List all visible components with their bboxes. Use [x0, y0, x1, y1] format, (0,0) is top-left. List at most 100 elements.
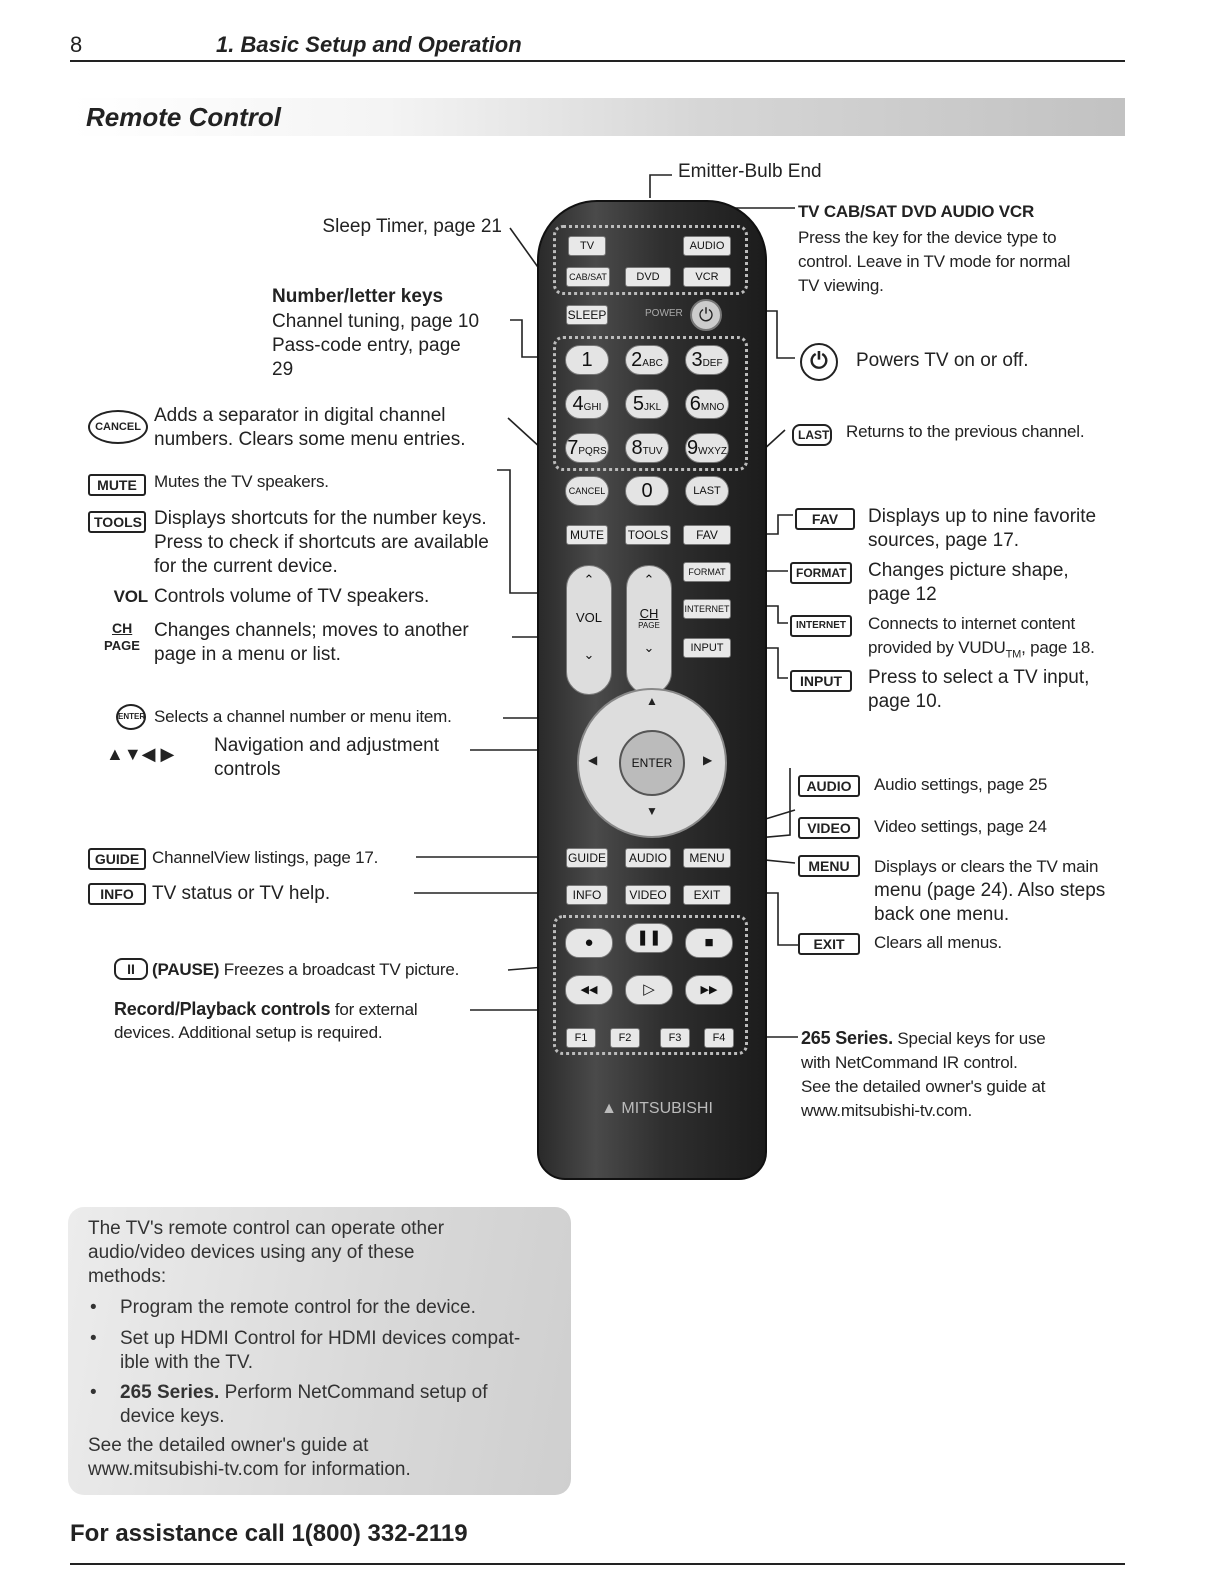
remote-number-key: 3DEF	[685, 345, 729, 375]
last-key-icon: LAST	[792, 424, 832, 446]
tip-bullet2-line1: Set up HDMI Control for HDMI devices com…	[120, 1328, 521, 1349]
fast-forward-icon: ▶▶	[685, 975, 733, 1005]
remote-number-key: 4GHI	[565, 389, 609, 419]
record-line2: devices. Additional setup is required.	[114, 1023, 383, 1042]
page-key-label: PAGE	[104, 638, 140, 653]
bullet-icon: •	[90, 1297, 97, 1318]
tip-line3: methods:	[88, 1266, 167, 1287]
cancel-line2: numbers. Clears some menu entries.	[154, 429, 466, 450]
tools-line1: Displays shortcuts for the number keys.	[154, 508, 487, 529]
remote-power-label: POWER	[645, 308, 683, 319]
remote-audio-key: AUDIO	[683, 236, 731, 256]
left-arrow-icon: ◀	[588, 753, 598, 767]
pause-desc: Freezes a broadcast TV picture.	[223, 960, 460, 979]
number-keys-line3: 29	[272, 359, 294, 380]
ch-line1: Changes channels; moves to another	[154, 620, 469, 641]
remote-number-key: 6MNO	[685, 389, 729, 419]
fav-line1: Displays up to nine favorite	[868, 506, 1097, 527]
section-band	[70, 98, 1125, 136]
remote-enter-key: ENTER	[619, 730, 685, 796]
chapter-title: 1. Basic Setup and Operation	[216, 32, 522, 57]
remote-dvd-key: DVD	[625, 267, 671, 287]
ch-key-label: CH	[112, 620, 133, 636]
remote-tools-key: TOOLS	[625, 525, 671, 545]
emitter-label: Emitter-Bulb End	[678, 161, 822, 182]
series-line3: See the detailed owner's guide at	[801, 1077, 1046, 1096]
remote-input-key: INPUT	[683, 638, 731, 658]
number-key-group	[553, 336, 748, 471]
format-line2: page 12	[868, 584, 937, 605]
mute-key-icon: MUTE	[88, 474, 146, 496]
input-line1: Press to select a TV input,	[868, 667, 1090, 688]
cancel-line1: Adds a separator in digital channel	[154, 405, 446, 426]
remote-last-key: LAST	[685, 476, 729, 506]
format-line1: Changes picture shape,	[868, 560, 1069, 581]
record-icon: ●	[565, 928, 613, 958]
tip-bullet2-line2: ible with the TV.	[120, 1352, 254, 1373]
audio-key-icon: AUDIO	[798, 775, 860, 797]
internet-line2a: provided by VUDU	[868, 638, 1006, 657]
series-line4: www.mitsubishi-tv.com.	[801, 1101, 972, 1120]
remote-number-key: 9WXYZ	[685, 433, 729, 463]
tip-bullet3-line1: Perform NetCommand setup of	[224, 1382, 488, 1403]
power-icon: ⏻	[690, 299, 722, 331]
record-line1: for external	[334, 1000, 418, 1019]
stop-icon: ■	[685, 928, 733, 958]
record-bold: Record/Playback controls	[114, 999, 331, 1019]
vol-desc: Controls volume of TV speakers.	[154, 586, 430, 607]
tip-line2: audio/video devices using any of these	[88, 1242, 415, 1263]
remote-menu-key: MENU	[683, 848, 731, 868]
menu-line1: Displays or clears the TV main	[874, 857, 1099, 876]
fav-key-icon: FAV	[795, 508, 855, 530]
device-keys-title: TV CAB/SAT DVD AUDIO VCR	[798, 202, 1035, 221]
info-key-icon: INFO	[88, 883, 146, 905]
number-keys-line2: Pass-code entry, page	[272, 335, 461, 356]
footer-rule	[70, 1563, 1125, 1565]
internet-key-icon: INTERNET	[790, 615, 852, 637]
remote-audio-settings-key: AUDIO	[625, 848, 671, 868]
tip-bullet1: Program the remote control for the devic…	[120, 1297, 476, 1318]
video-key-icon: VIDEO	[798, 817, 860, 839]
internet-line1: Connects to internet content	[868, 614, 1076, 633]
tools-line2: Press to check if shortcuts are availabl…	[154, 532, 489, 553]
pause-bold: (PAUSE)	[152, 960, 220, 979]
video-desc: Video settings, page 24	[874, 817, 1047, 836]
remote-fav-key: FAV	[683, 525, 731, 545]
remote-number-key: 5JKL	[625, 389, 669, 419]
play-icon: ▷	[625, 975, 673, 1005]
remote-sleep-key: SLEEP	[566, 305, 608, 325]
mute-desc: Mutes the TV speakers.	[154, 472, 329, 491]
page-number: 8	[70, 32, 83, 57]
enter-key-icon: ENTER	[116, 704, 146, 730]
tip-footer-line1: See the detailed owner's guide at	[88, 1435, 369, 1456]
navigation-arrows-icon: ▲▼◀ ▶	[106, 744, 175, 764]
exit-key-icon: EXIT	[798, 933, 860, 955]
remote-vcr-key: VCR	[683, 267, 731, 287]
trademark-mark: TM	[1005, 648, 1022, 661]
info-desc: TV status or TV help.	[152, 883, 331, 904]
internet-line2b: , page 18.	[1021, 638, 1095, 657]
remote-f1-key: F1	[566, 1028, 596, 1048]
menu-line2: menu (page 24). Also steps	[874, 880, 1106, 901]
tools-key-icon: TOOLS	[88, 511, 146, 533]
tip-bullet3-line2: device keys.	[120, 1406, 225, 1427]
remote-volume-rocker: ⌃VOL⌄	[566, 565, 612, 695]
remote-zero-key: 0	[625, 476, 669, 506]
remote-cabsat-key: CAB/SAT	[566, 267, 610, 287]
device-keys-line2: control. Leave in TV mode for normal	[798, 252, 1071, 271]
menu-key-icon: MENU	[798, 855, 860, 877]
up-arrow-icon: ▲	[646, 694, 658, 708]
tip-bullet3-bold: 265 Series.	[120, 1382, 220, 1403]
pause-icon: ❚❚	[625, 923, 673, 953]
remote-tv-key: TV	[568, 236, 606, 256]
remote-info-key: INFO	[566, 885, 608, 905]
remote-number-key: 2ABC	[625, 345, 669, 375]
right-arrow-icon: ▶	[703, 753, 713, 767]
guide-desc: ChannelView listings, page 17.	[152, 848, 379, 867]
remote-format-key: FORMAT	[683, 562, 731, 582]
remote-mute-key: MUTE	[566, 525, 608, 545]
series-bold: 265 Series.	[801, 1028, 893, 1048]
nav-line2: controls	[214, 759, 281, 780]
series-line1: Special keys for use	[897, 1029, 1046, 1048]
